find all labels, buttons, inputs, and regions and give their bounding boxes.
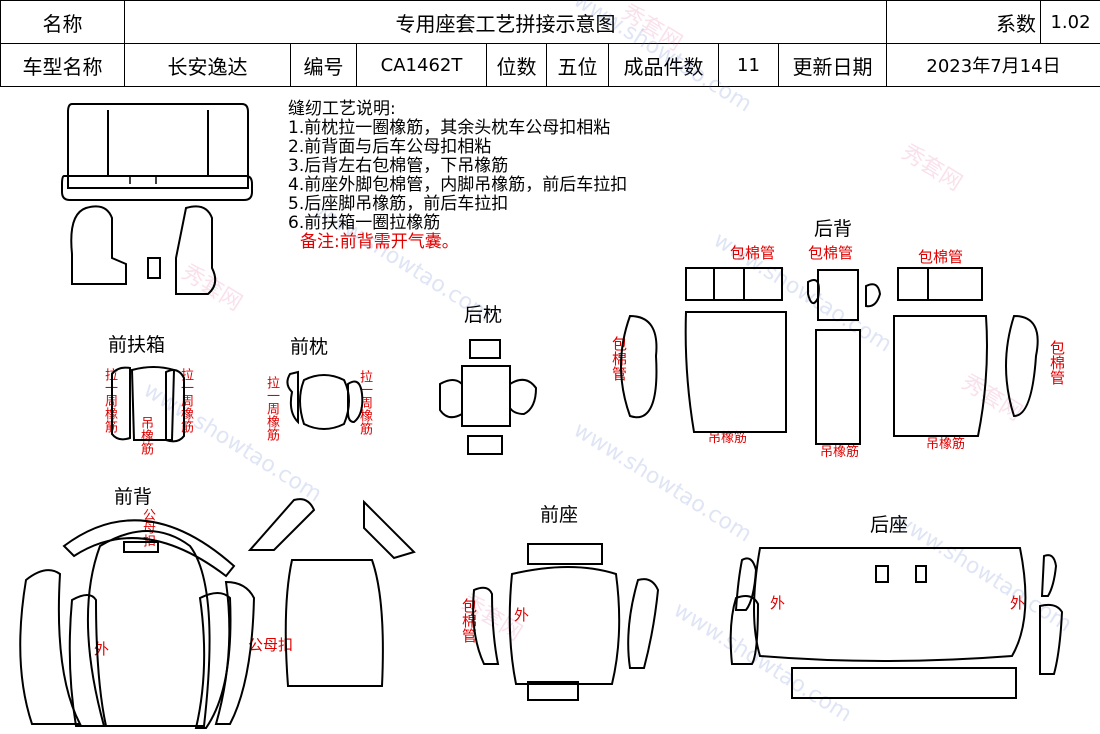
seats-value: 五位 bbox=[546, 43, 609, 87]
note-pull-elastic: 拉一周橡筋 bbox=[102, 368, 117, 433]
date-value: 2023年7月14日 bbox=[886, 43, 1100, 87]
label-rear-back: 后背 bbox=[814, 218, 853, 240]
code-value: CA1462T bbox=[356, 43, 487, 87]
sewing-notes: 缝纫工艺说明: 1.前枕拉一圈橡筋，其余头枕车公母扣相粘 2.前背面与后车公母扣… bbox=[288, 100, 627, 252]
header-table: 名称 专用座套工艺拼接示意图 系数 1.02 车型名称 长安逸达 编号 CA14… bbox=[0, 0, 1100, 88]
code-label: 编号 bbox=[290, 43, 357, 87]
note-cotton-tube: 包棉管 bbox=[808, 244, 854, 262]
model-value: 长安逸达 bbox=[124, 43, 291, 87]
note-outer: 外 bbox=[1010, 594, 1026, 612]
note-line: 2.前背面与后车公母扣相粘 bbox=[288, 137, 492, 157]
note-line: 1.前枕拉一圈橡筋，其余头枕车公母扣相粘 bbox=[288, 118, 611, 138]
pieces-value: 11 bbox=[718, 43, 779, 87]
coef-label: 系数 bbox=[886, 0, 1041, 44]
label-front-armrest: 前扶箱 bbox=[108, 334, 166, 356]
model-label: 车型名称 bbox=[0, 43, 125, 87]
label-front-back: 前背 bbox=[114, 486, 153, 508]
note-hang-elastic: 吊橡筋 bbox=[708, 431, 748, 446]
note-cotton-tube: 包棉管 bbox=[918, 248, 964, 266]
note-hang-elastic: 吊橡筋 bbox=[820, 445, 860, 460]
note-cotton-tube: 包棉管 bbox=[730, 244, 776, 262]
seat-overview-illustration bbox=[61, 103, 253, 295]
rear-headrest-pattern bbox=[439, 339, 538, 455]
name-label: 名称 bbox=[0, 0, 125, 44]
label-rear-headrest: 后枕 bbox=[464, 304, 503, 326]
note-line: 5.后座脚吊橡筋，前后车拉扣 bbox=[288, 194, 509, 214]
pieces-label: 成品件数 bbox=[608, 43, 719, 87]
rear-seat-pattern bbox=[729, 547, 1064, 699]
sheet-title: 专用座套工艺拼接示意图 bbox=[124, 0, 887, 44]
note-outer: 外 bbox=[770, 594, 786, 612]
note-cotton-tube: 包棉管 bbox=[610, 336, 628, 381]
note-snap-buckle: 公母扣 bbox=[140, 508, 155, 547]
label-rear-seat: 后座 bbox=[870, 514, 909, 536]
front-armrest-pattern bbox=[111, 366, 185, 443]
note-line: 6.前扶箱一圈拉橡筋 bbox=[288, 213, 441, 233]
note-hang-elastic: 吊橡筋 bbox=[926, 437, 966, 452]
note-pull-elastic: 拉一周橡筋 bbox=[178, 368, 193, 433]
seats-label: 位数 bbox=[486, 43, 547, 87]
label-front-headrest: 前枕 bbox=[290, 336, 329, 358]
coef-value: 1.02 bbox=[1040, 0, 1100, 44]
note-cotton-tube: 包棉管 bbox=[1048, 340, 1066, 385]
front-seat-pattern bbox=[472, 543, 660, 701]
note-snap-buckle: 公母扣 bbox=[248, 636, 294, 654]
note-line: 4.前座外脚包棉管，内脚吊橡筋，前后车拉扣 bbox=[288, 175, 628, 195]
date-label: 更新日期 bbox=[778, 43, 887, 87]
note-pull-elastic: 拉一周橡筋 bbox=[264, 376, 279, 441]
note-line: 3.后背左右包棉管，下吊橡筋 bbox=[288, 156, 509, 176]
front-back-pattern bbox=[19, 498, 416, 729]
front-headrest-pattern bbox=[286, 370, 364, 430]
pattern-drawings bbox=[19, 103, 1064, 729]
note-outer: 外 bbox=[514, 606, 530, 624]
note-hang-elastic: 吊橡筋 bbox=[138, 416, 153, 455]
notes-heading: 缝纫工艺说明: bbox=[288, 99, 396, 119]
label-front-seat: 前座 bbox=[540, 504, 579, 526]
rear-back-pattern bbox=[620, 267, 1039, 445]
notes-remark: 备注:前背需开气囊。 bbox=[300, 232, 459, 252]
